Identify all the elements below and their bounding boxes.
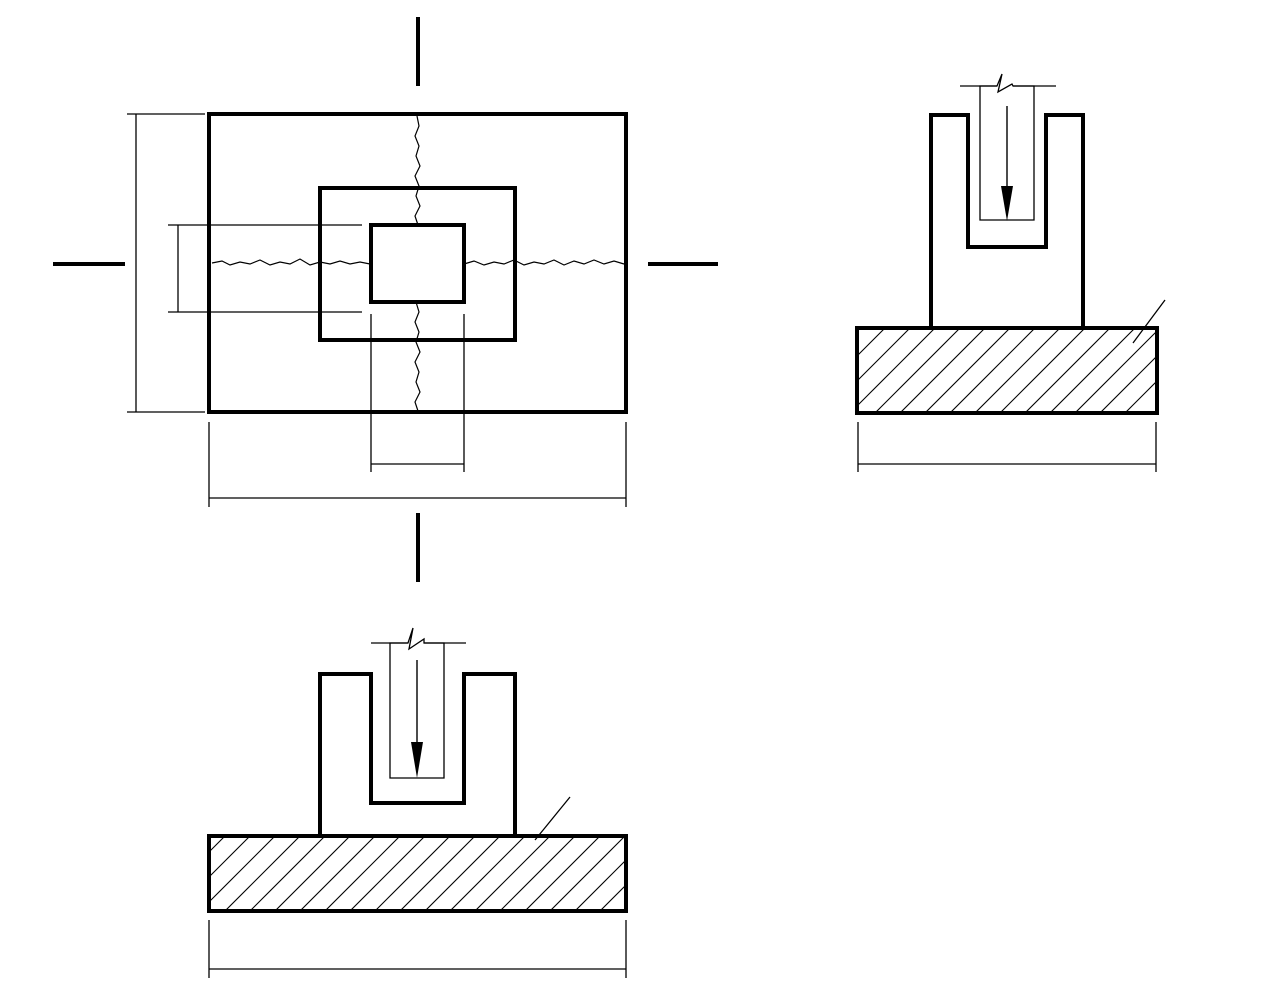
break-line-vertical-top: [414, 115, 421, 226]
side-pedestal-outline: [929, 113, 1085, 328]
front-leader-line: [534, 796, 571, 841]
break-line-horizontal-right: [463, 259, 625, 266]
plan-base-outline: [207, 112, 628, 414]
plan-pedestal-outline: [318, 186, 517, 342]
side-base-hatching: [857, 328, 1157, 413]
front-section-view: [207, 627, 628, 978]
break-line-vertical-bottom: [414, 301, 421, 412]
plan-socket-outline: [369, 223, 466, 304]
side-load-arrow-head: [1001, 186, 1013, 221]
front-pedestal-outline: [318, 672, 517, 836]
side-section-view: [855, 73, 1166, 472]
front-base-outline: [207, 834, 628, 913]
side-leader-line: [1132, 299, 1166, 344]
front-load-arrow-head: [411, 742, 423, 778]
break-line-horizontal-left: [211, 258, 371, 266]
front-base-hatching: [209, 836, 626, 911]
plan-view: [53, 17, 718, 582]
